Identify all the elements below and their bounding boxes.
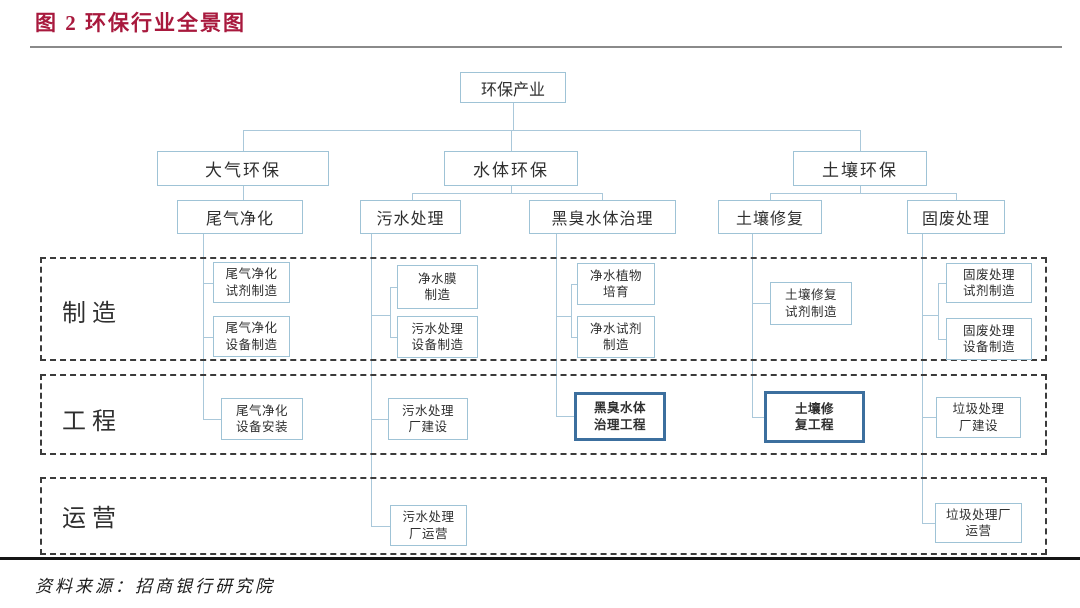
- node-water-protection: 水体环保: [444, 151, 578, 186]
- connector-line: [922, 417, 936, 418]
- connector-line: [511, 186, 512, 193]
- leaf-exhaust-reagent-mfg: 尾气净化 试剂制造: [213, 262, 290, 303]
- connector-line: [770, 193, 956, 194]
- connector-line: [922, 315, 938, 316]
- connector-line: [556, 316, 571, 317]
- band-label-engineering: 工程: [62, 408, 122, 435]
- connector-line: [556, 416, 574, 417]
- footer-divider-line: [0, 557, 1080, 560]
- connector-line: [371, 526, 390, 527]
- connector-line: [571, 337, 577, 338]
- connector-line: [371, 419, 388, 420]
- leaf-sewage-plant-construction: 污水处理 厂建设: [388, 398, 468, 440]
- connector-line: [938, 283, 939, 339]
- source-note: 资料来源：招商银行研究院: [35, 577, 275, 596]
- leaf-sewage-equipment-mfg: 污水处理 设备制造: [397, 316, 478, 358]
- connector-line: [511, 130, 512, 151]
- connector-line: [571, 284, 577, 285]
- connector-line: [860, 186, 861, 193]
- figure-title: 图 2 环保行业全景图: [35, 11, 246, 35]
- node-exhaust-purification: 尾气净化: [177, 200, 303, 234]
- leaf-soil-remediation-engineering: 土壤修 复工程: [764, 391, 865, 443]
- leaf-garbage-plant-operation: 垃圾处理厂 运营: [935, 503, 1022, 543]
- node-sewage-treatment: 污水处理: [360, 200, 461, 234]
- connector-line: [243, 130, 244, 151]
- connector-line: [371, 315, 390, 316]
- connector-line: [860, 130, 861, 151]
- connector-line: [243, 186, 244, 200]
- band-label-manufacturing: 制造: [62, 300, 122, 327]
- connector-line: [513, 103, 514, 130]
- connector-line: [390, 337, 397, 338]
- leaf-sewage-plant-operation: 污水处理 厂运营: [390, 505, 467, 546]
- connector-line: [956, 193, 957, 200]
- leaf-soil-reagent-mfg: 土壤修复 试剂制造: [770, 282, 852, 325]
- connector-line: [412, 193, 413, 200]
- leaf-exhaust-equipment-install: 尾气净化 设备安装: [221, 398, 303, 440]
- connector-line: [571, 284, 572, 337]
- connector-line: [556, 234, 557, 416]
- leaf-purifying-plants: 净水植物 培育: [577, 263, 655, 305]
- connector-line: [922, 234, 923, 523]
- connector-line: [412, 193, 602, 194]
- connector-line: [203, 419, 221, 420]
- connector-line: [602, 193, 603, 200]
- band-label-operations: 运营: [62, 505, 122, 532]
- connector-line: [390, 287, 397, 288]
- title-divider-line: [30, 46, 1062, 48]
- connector-line: [752, 303, 770, 304]
- leaf-exhaust-equipment-mfg: 尾气净化 设备制造: [213, 316, 290, 357]
- connector-line: [752, 234, 753, 417]
- connector-line: [243, 130, 860, 131]
- leaf-water-membrane-mfg: 净水膜 制造: [397, 265, 478, 309]
- connector-line: [770, 193, 771, 200]
- leaf-solidwaste-equipment-mfg: 固废处理 设备制造: [946, 318, 1032, 360]
- node-black-odorous-water: 黑臭水体治理: [529, 200, 676, 234]
- band-engineering: [40, 374, 1047, 455]
- node-soil-protection: 土壤环保: [793, 151, 927, 186]
- leaf-black-water-engineering: 黑臭水体 治理工程: [574, 392, 666, 441]
- node-environmental-industry: 环保产业: [460, 72, 566, 103]
- connector-line: [203, 337, 213, 338]
- leaf-solidwaste-reagent-mfg: 固废处理 试剂制造: [946, 263, 1032, 303]
- node-air-protection: 大气环保: [157, 151, 329, 186]
- leaf-water-reagent-mfg: 净水试剂 制造: [577, 316, 655, 358]
- band-operations: [40, 477, 1047, 555]
- connector-line: [371, 234, 372, 526]
- connector-line: [752, 417, 764, 418]
- connector-line: [938, 283, 946, 284]
- connector-line: [203, 283, 213, 284]
- connector-line: [390, 287, 391, 337]
- band-manufacturing: [40, 257, 1047, 361]
- node-solid-waste: 固废处理: [907, 200, 1005, 234]
- node-soil-remediation: 土壤修复: [718, 200, 822, 234]
- leaf-garbage-plant-construction: 垃圾处理 厂建设: [936, 397, 1021, 438]
- connector-line: [203, 234, 204, 419]
- connector-line: [922, 523, 935, 524]
- connector-line: [938, 339, 946, 340]
